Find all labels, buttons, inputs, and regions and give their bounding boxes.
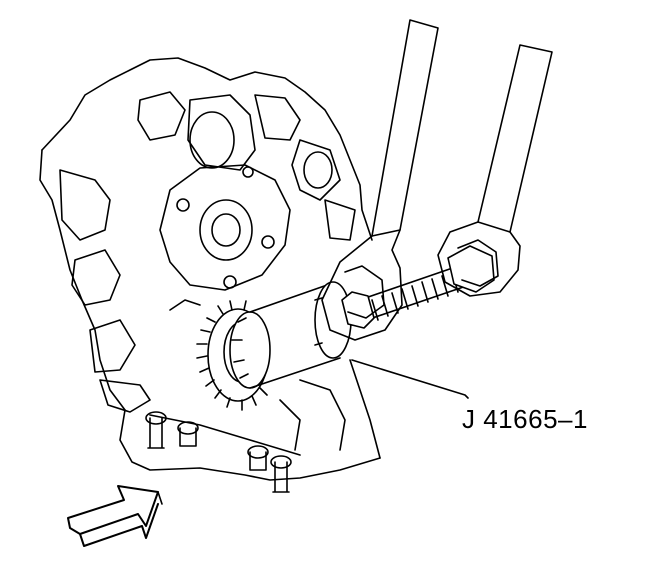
direction-arrow [68,486,162,546]
tool-callout-label: J 41665–1 [462,404,588,434]
callout-leader-line [352,360,468,398]
installer-sleeve [230,282,351,388]
wrench-rear [438,45,552,296]
engine-block [40,58,380,492]
threaded-rod [342,246,494,328]
lower-bolts [146,412,291,492]
wrench-front [322,20,438,340]
